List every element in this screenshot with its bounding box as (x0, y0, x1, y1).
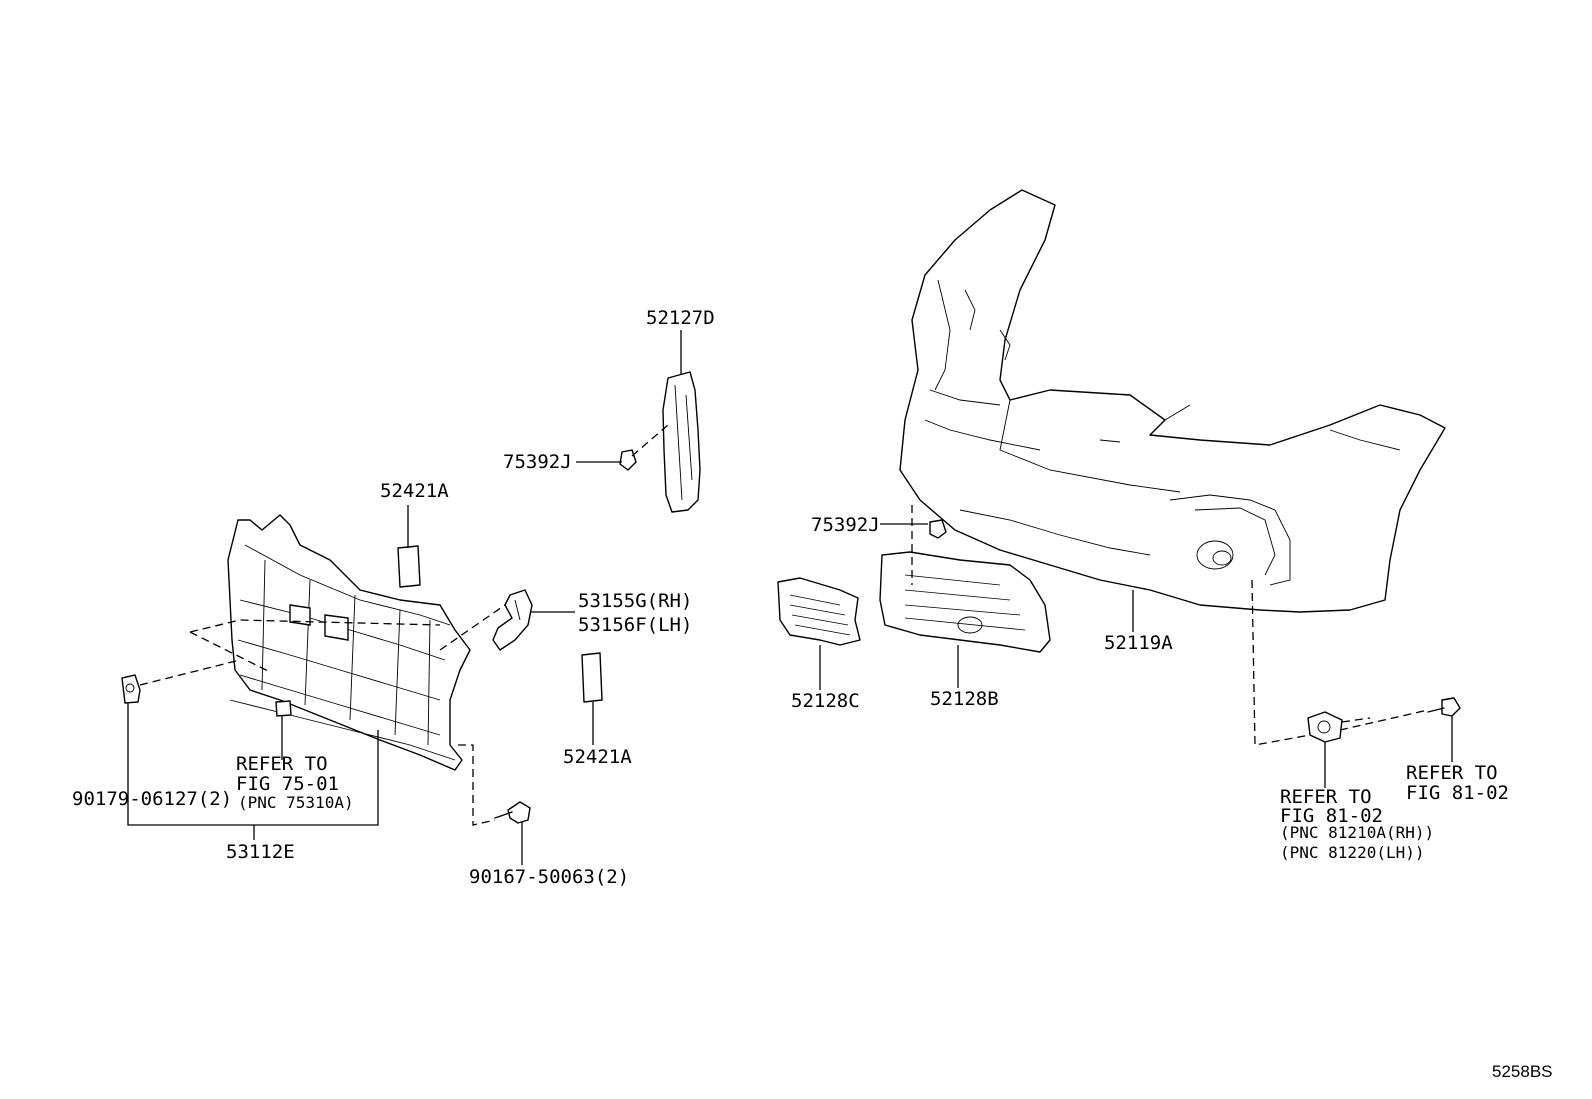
refer-81-02a-line4: (PNC 81220(LH)) (1280, 843, 1425, 862)
bolt-90167-50063[interactable] (494, 801, 531, 824)
label-52119a[interactable]: 52119A (1104, 632, 1173, 654)
screw-81-02[interactable] (1427, 697, 1461, 717)
emblem-52421a-upper[interactable] (397, 545, 421, 588)
refer-75-01-line3: (PNC 75310A) (238, 793, 354, 812)
clip-75392j-upper[interactable] (619, 449, 637, 471)
refer-81-02b-line1: REFER TO (1406, 762, 1498, 784)
label-75392j-lower[interactable]: 75392J (811, 514, 880, 536)
lower-grille-52128c[interactable] (777, 577, 861, 646)
label-90167-50063[interactable]: 90167-50063(2) (469, 866, 630, 888)
clip-75392j-lower[interactable] (929, 519, 947, 539)
clip-90179-06127[interactable] (121, 674, 141, 704)
label-53156f[interactable]: 53156F(LH) (578, 614, 693, 636)
refer-75-01-line1: REFER TO (236, 753, 328, 775)
label-52128b[interactable]: 52128B (930, 688, 999, 710)
emblem-52421a-lower[interactable] (581, 652, 603, 703)
refer-81-02a-line1: REFER TO (1280, 786, 1372, 808)
label-52127d[interactable]: 52127D (646, 307, 715, 329)
leader-lines (127, 330, 1453, 865)
label-52421a-upper[interactable]: 52421A (380, 480, 449, 502)
fog-lamp-81210a[interactable] (1307, 711, 1343, 743)
refer-75-01-line2[interactable]: FIG 75-01 (236, 773, 339, 795)
diagram-code: 5258BS (1492, 1062, 1553, 1081)
label-52128c[interactable]: 52128C (791, 690, 860, 712)
support-52127d[interactable] (662, 371, 701, 513)
radiator-grille-53112e[interactable] (227, 514, 471, 771)
label-75392j-upper[interactable]: 75392J (503, 451, 572, 473)
refer-81-02a-line3: (PNC 81210A(RH)) (1280, 823, 1435, 842)
label-52421a-lower[interactable]: 52421A (563, 746, 632, 768)
refer-81-02a-line2[interactable]: FIG 81-02 (1280, 805, 1383, 827)
label-53155g[interactable]: 53155G(RH) (578, 590, 693, 612)
lower-grille-52128b[interactable] (879, 551, 1051, 653)
label-53112e[interactable]: 53112E (226, 841, 295, 863)
refer-81-02b-line2[interactable]: FIG 81-02 (1406, 782, 1509, 804)
label-90179-06127[interactable]: 90179-06127(2) (72, 788, 233, 810)
bracket-53155g-53156f[interactable] (492, 589, 533, 651)
bumper-cover-52119a[interactable] (899, 189, 1446, 613)
